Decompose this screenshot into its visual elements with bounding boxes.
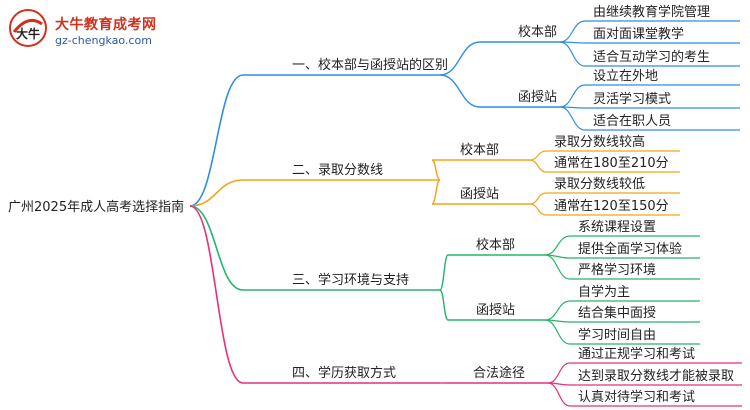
branch-3-child-1-leaf-3-label: 严格学习环境 <box>578 262 656 278</box>
branch-2-child-2-leaf-2-label: 通常在120至150分 <box>554 199 669 214</box>
branch-3-child-2-leaf-3-label: 学习时间自由 <box>578 327 656 343</box>
branch-3-child-2-leaf-2-label: 结合集中面授 <box>578 305 656 321</box>
branch-1-child-1-leaf-1-label: 由继续教育学院管理 <box>593 4 710 20</box>
branch-3-child-1-connector <box>439 254 449 291</box>
branch-1-child-2-connector <box>439 74 481 108</box>
branch-3-label: 三、学习环境与支持 <box>292 272 409 288</box>
root-node-label: 广州2025年成人高考选择指南 <box>8 199 184 215</box>
branch-4-child-1-leaf-3-connector <box>547 382 571 407</box>
branch-1-child-2-label: 函授站 <box>518 90 557 105</box>
logo-badge-icon: 大牛 <box>9 9 47 47</box>
branch-1-child-1-label: 校本部 <box>518 24 557 40</box>
branch-3-child-2-connector <box>439 289 449 321</box>
branch-4-child-1-leaf-2-label: 达到录取分数线才能被录取 <box>578 369 734 384</box>
branch-1-child-1-leaf-2-label: 面对面课堂教学 <box>593 26 684 42</box>
branch-1-child-2-leaf-3-label: 适合在职人员 <box>593 114 671 129</box>
branch-4-connector <box>189 205 244 384</box>
branch-2-child-2-leaf-1-label: 录取分数线较低 <box>554 177 645 192</box>
branch-3-child-2-label: 函授站 <box>476 303 515 318</box>
logo-badge-text: 大牛 <box>16 26 40 41</box>
branch-1-child-1-leaf-1-connector <box>559 20 586 43</box>
branch-1-child-1-leaf-3-connector <box>559 41 586 67</box>
branch-2-child-1-leaf-2-connector <box>529 159 547 173</box>
branch-1-child-2-leaf-1-connector <box>559 84 586 108</box>
branch-3-child-1-leaf-3-connector <box>544 254 571 280</box>
branch-2-child-1-leaf-1-label: 录取分数线较高 <box>554 134 645 150</box>
branch-2-child-1-leaf-2-label: 通常在180至210分 <box>554 156 669 171</box>
branch-1-child-2-leaf-1-label: 设立在外地 <box>593 69 658 84</box>
branch-1-connector <box>189 74 244 207</box>
branch-2-child-1-leaf-1-connector <box>529 150 547 161</box>
branch-4-child-1-label: 合法途径 <box>473 365 525 381</box>
branch-4-child-1-leaf-1-label: 通过正规学习和考试 <box>578 346 695 362</box>
logo-url: gz-chengkao.com <box>55 34 152 47</box>
branch-1-child-2-leaf-3-connector <box>559 106 586 131</box>
branch-2-child-1-connector <box>431 159 441 181</box>
branch-1-child-1-connector <box>439 41 481 76</box>
branch-3-child-1-leaf-2-label: 提供全面学习体验 <box>578 241 682 257</box>
logo-title: 大牛教育成考网 <box>55 17 157 33</box>
branch-2-child-2-leaf-1-connector <box>529 192 547 205</box>
branch-1-child-1-leaf-3-label: 适合互动学习的考生 <box>593 49 710 65</box>
branch-3-connector <box>189 205 244 291</box>
branch-2-label: 二、录取分数线 <box>292 163 383 178</box>
branch-1-child-2-leaf-2-label: 灵活学习模式 <box>593 91 671 107</box>
branch-3-child-2-leaf-3-connector <box>544 319 571 345</box>
branch-3-child-1-label: 校本部 <box>476 237 515 253</box>
branch-4-child-1-leaf-3-label: 认真对待学习和考试 <box>578 389 695 405</box>
logo: 大牛 大牛教育成考网 gz-chengkao.com <box>8 8 168 52</box>
branch-2-child-2-label: 函授站 <box>460 187 499 202</box>
branch-2-child-1-label: 校本部 <box>460 142 499 158</box>
branch-1-label: 一、校本部与函授站的区别 <box>292 57 448 73</box>
branch-4-child-1-leaf-1-connector <box>547 362 571 384</box>
branch-2-child-2-leaf-2-connector <box>529 203 547 216</box>
branch-2-child-2-connector <box>431 179 441 205</box>
branch-2-connector <box>189 179 244 207</box>
branch-3-child-2-leaf-1-label: 自学为主 <box>578 284 630 300</box>
branch-3-child-2-leaf-1-connector <box>544 300 571 321</box>
branch-3-child-1-leaf-1-label: 系统课程设置 <box>578 220 656 235</box>
branch-3-child-1-leaf-1-connector <box>544 235 571 256</box>
branch-4-label: 四、学历获取方式 <box>292 365 396 381</box>
